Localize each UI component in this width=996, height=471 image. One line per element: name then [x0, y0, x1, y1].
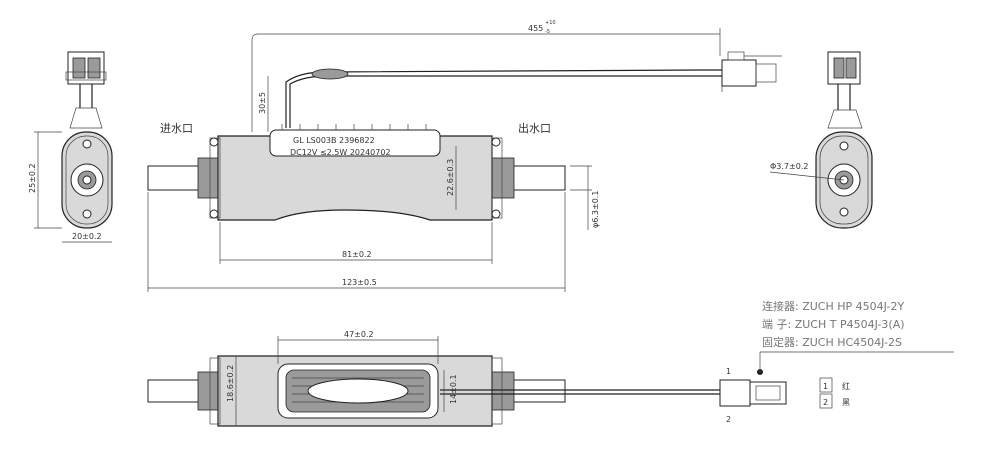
dim-end-height: 25±0.2 — [28, 163, 37, 193]
pin-color-1: 红 — [842, 381, 850, 391]
spec-terminal: 端 子: ZUCH T P4504J-3(A) — [762, 318, 905, 331]
dim-window-length: 47±0.2 — [344, 330, 374, 339]
pin-number-1: 1 — [823, 382, 828, 391]
dim-cable-length-tol-lower: -5 — [545, 29, 550, 35]
connector-pin-top: 1 — [726, 367, 731, 376]
spec-connector: 连接器: ZUCH HP 4504J-2Y — [762, 300, 904, 313]
dim-end-width: 20±0.2 — [72, 232, 102, 241]
nameplate-line2: DC12V ≤2.5W 20240702 — [290, 148, 391, 157]
dim-cable-length: 455 — [528, 24, 543, 33]
dim-body-length: 81±0.2 — [342, 250, 372, 259]
label-outlet: 出水口 — [518, 121, 551, 135]
spec-block: 连接器: ZUCH HP 4504J-2Y 端 子: ZUCH T P4504J… — [759, 300, 954, 372]
dim-cable-rise: 30±5 — [258, 92, 267, 114]
label-inlet: 进水口 — [160, 122, 193, 135]
dim-cable-length-tol-upper: +10 — [545, 20, 556, 26]
main-side-view: GL LS003B 2396822 DC12V ≤2.5W 20240702 进… — [147, 20, 782, 292]
pin-color-2: 黑 — [842, 398, 850, 407]
nameplate-line1: GL LS003B 2396822 — [293, 136, 375, 145]
dim-total-length: 123±0.5 — [342, 278, 377, 287]
connector-pin-bottom: 2 — [726, 415, 731, 424]
spec-holder: 固定器: ZUCH HC4504J-2S — [762, 335, 902, 349]
dim-hole-diameter: Φ3.7±0.2 — [770, 162, 808, 171]
dim-pipe-diameter: φ6.3±0.1 — [591, 191, 600, 228]
pin-table: 1 2 红 黑 — [819, 377, 850, 409]
dim-bottom-height: 18.6±0.2 — [226, 365, 235, 402]
right-end-view: Φ3.7±0.2 — [769, 51, 873, 229]
left-end-view: 25±0.2 20±0.2 — [28, 51, 113, 243]
bottom-view: 1 2 47±0.2 18.6±0.2 14±0.1 — [147, 330, 787, 427]
dim-body-height: 22.6±0.3 — [446, 159, 455, 196]
pin-number-2: 2 — [823, 398, 828, 407]
dim-window-width: 14±0.1 — [449, 374, 458, 404]
